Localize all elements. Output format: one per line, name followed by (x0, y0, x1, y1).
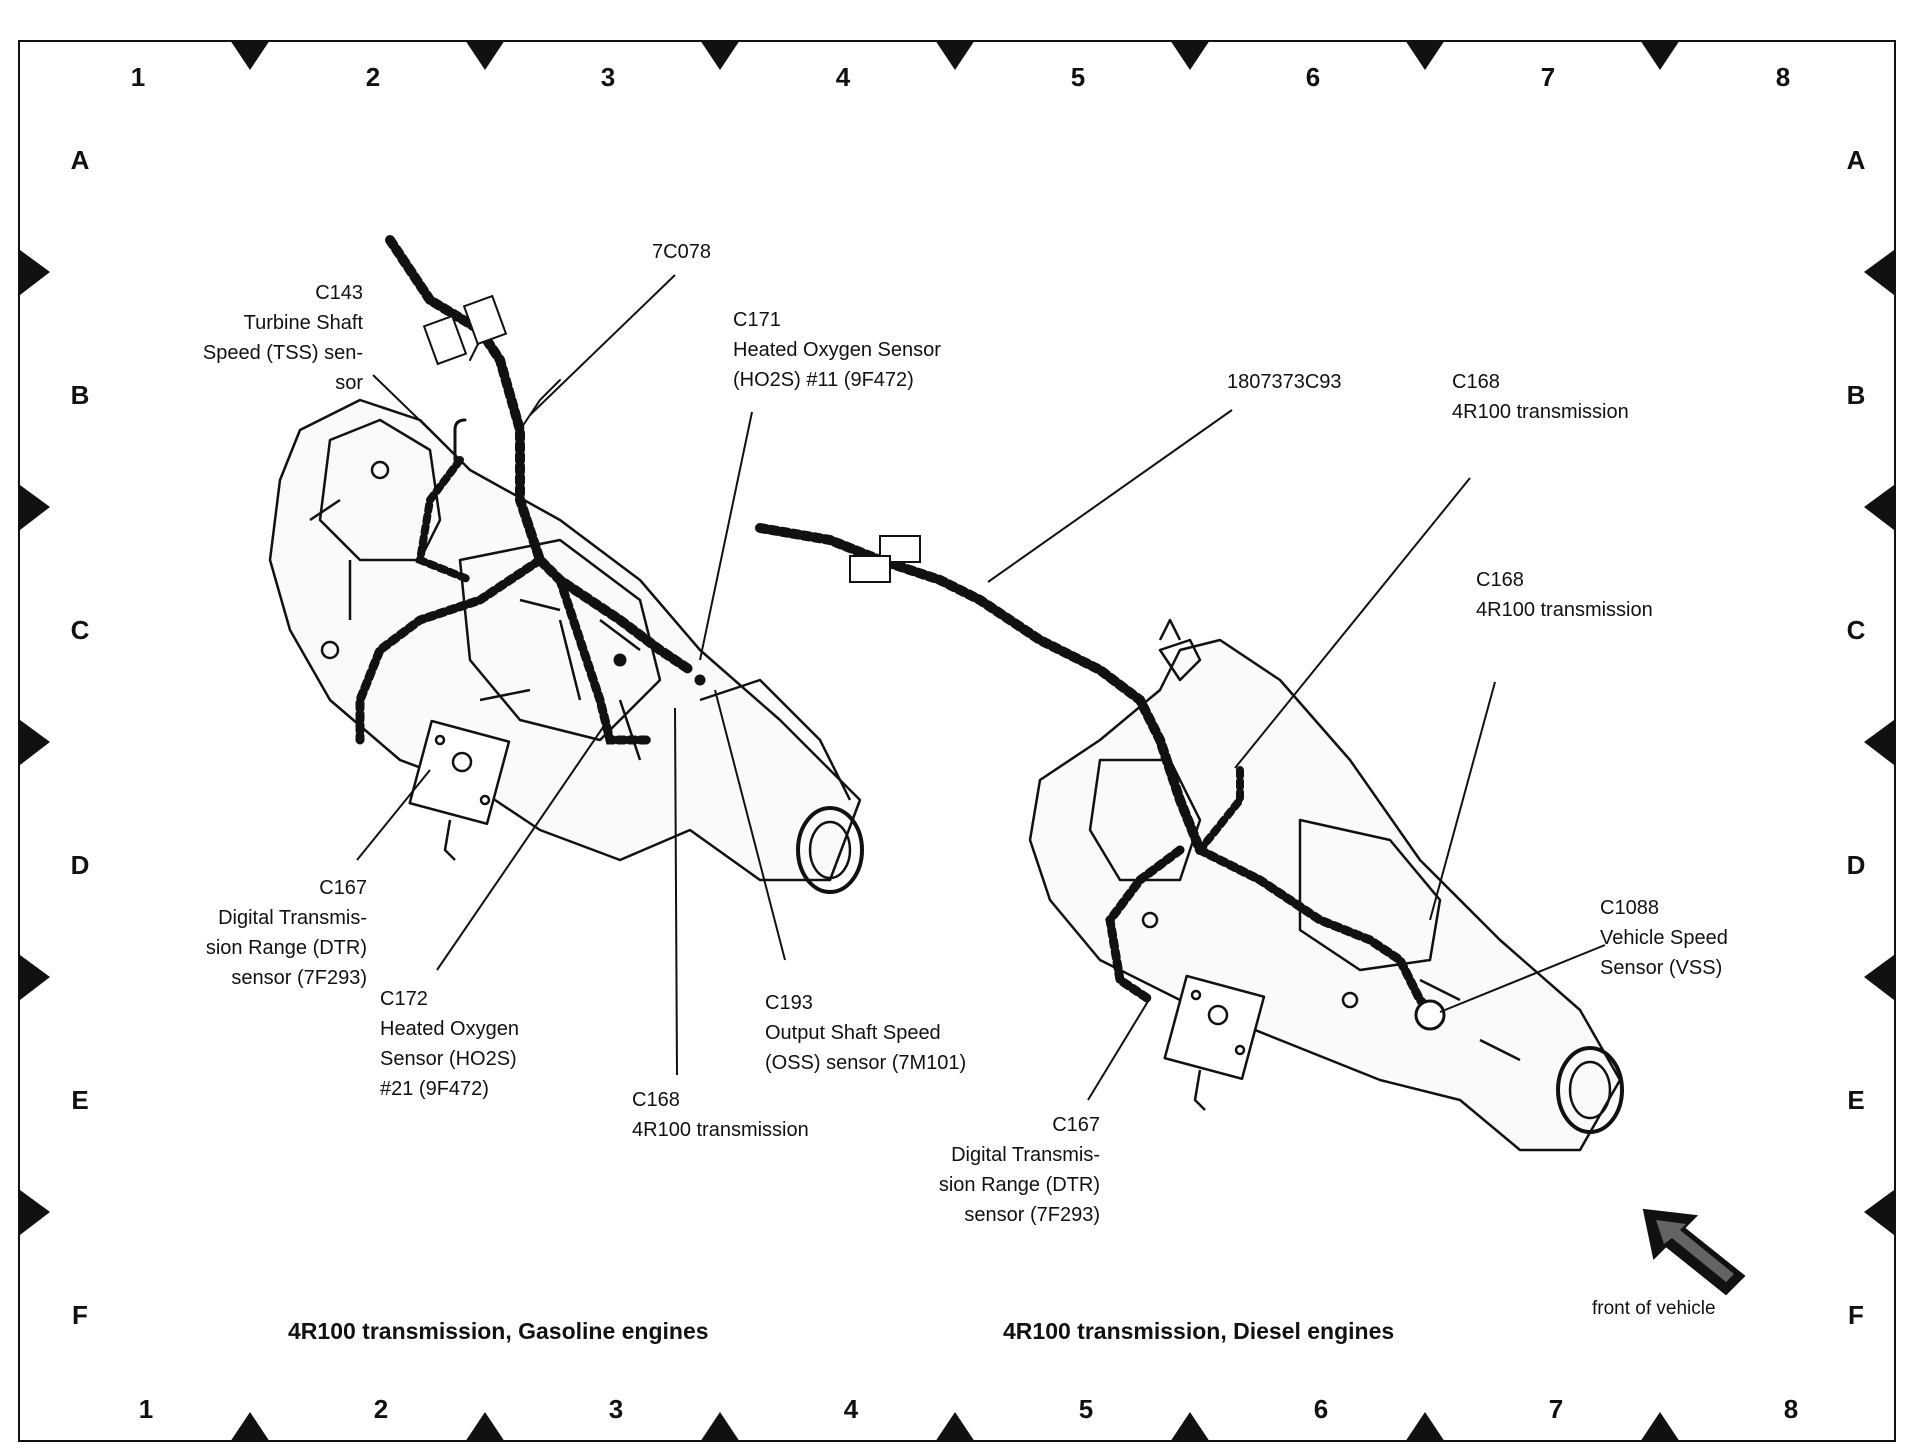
triangle-marker-icon (935, 40, 975, 70)
callout-c168-4r100-mid: C168 4R100 transmission (1476, 569, 1653, 621)
gasoline-wiring-harness (355, 235, 706, 745)
caption-diesel-engines: 4R100 transmission, Diesel engines (1003, 1318, 1395, 1344)
triangle-marker-icon (700, 40, 740, 70)
triangle-marker-icon (1170, 1412, 1210, 1442)
triangle-marker-icon (20, 250, 50, 295)
triangle-marker-icon (20, 720, 50, 765)
leader-lines (356, 274, 1606, 1101)
callout-c167-dtr-sensor-gas: C167 Digital Transmis- sion Range (DTR) … (205, 877, 367, 989)
callout-c172-ho2s-21: C172 Heated Oxygen Sensor (HO2S) #21 (9F… (380, 988, 519, 1100)
callout-7c078-harness: 7C078 (652, 241, 711, 263)
callout-c168-4r100-top: C168 4R100 transmission (1452, 371, 1629, 423)
front-of-vehicle-arrow-icon (1642, 1208, 1746, 1296)
caption-gasoline-engines: 4R100 transmission, Gasoline engines (288, 1318, 709, 1344)
grid-col-4-top: 4 (835, 62, 851, 92)
callout-1807373c93-harness: 1807373C93 (1227, 371, 1342, 393)
triangle-marker-icon (1170, 40, 1210, 70)
grid-row-F-right: F (1848, 1300, 1864, 1330)
triangle-marker-icon (20, 485, 50, 530)
triangle-marker-icon (230, 1412, 270, 1442)
callout-c168-4r100-gas: C168 4R100 transmission (632, 1089, 809, 1141)
triangle-marker-icon (700, 1412, 740, 1442)
grid-row-E-left: E (71, 1085, 89, 1115)
triangle-marker-icon (1405, 1412, 1445, 1442)
callout-c1088-vss: C1088 Vehicle Speed Sensor (VSS) (1600, 897, 1728, 979)
grid-row-D-right: D (1846, 850, 1866, 880)
callout-c167-dtr-sensor-diesel: C167 Digital Transmis- sion Range (DTR) … (938, 1114, 1100, 1226)
grid-col-5-top: 5 (1070, 62, 1086, 92)
grid-row-C-right: C (1846, 615, 1866, 645)
triangle-marker-icon (465, 1412, 505, 1442)
triangle-marker-icon (1405, 40, 1445, 70)
grid-col-5-bottom: 5 (1078, 1394, 1094, 1424)
grid-col-3-top: 3 (600, 62, 616, 92)
triangle-marker-icon (1864, 720, 1894, 765)
triangle-marker-icon (1640, 40, 1680, 70)
triangle-marker-icon (20, 955, 50, 1000)
grid-col-1-top: 1 (130, 62, 146, 92)
grid-col-8-bottom: 8 (1783, 1394, 1799, 1424)
triangle-marker-icon (465, 40, 505, 70)
gasoline-transmission-drawing (268, 398, 864, 894)
grid-col-4-bottom: 4 (843, 1394, 859, 1424)
grid-col-7-bottom: 7 (1548, 1394, 1564, 1424)
grid-col-1-bottom: 1 (138, 1394, 154, 1424)
triangle-marker-icon (1864, 250, 1894, 295)
grid-col-8-top: 8 (1775, 62, 1791, 92)
grid-row-D-left: D (70, 850, 90, 880)
triangle-marker-icon (230, 40, 270, 70)
diesel-transmission-drawing (1028, 618, 1624, 1152)
grid-row-B-right: B (1846, 380, 1866, 410)
triangle-marker-icon (1640, 1412, 1680, 1442)
grid-col-2-top: 2 (365, 62, 381, 92)
edge-markers (20, 40, 1894, 1442)
grid-row-B-left: B (70, 380, 90, 410)
grid-col-6-top: 6 (1305, 62, 1321, 92)
triangle-marker-icon (935, 1412, 975, 1442)
grid-row-F-left: F (72, 1300, 88, 1330)
diesel-wiring-harness (755, 523, 1446, 1031)
triangle-marker-icon (20, 1190, 50, 1235)
grid-row-A-right: A (1846, 145, 1866, 175)
grid-col-2-bottom: 2 (373, 1394, 389, 1424)
callout-c171-ho2s-11: C171 Heated Oxygen Sensor (HO2S) #11 (9F… (733, 309, 941, 391)
grid-row-A-left: A (70, 145, 90, 175)
callout-c143-tss-sensor: C143 Turbine Shaft Speed (TSS) sen- sor (202, 282, 363, 394)
grid-row-C-left: C (70, 615, 90, 645)
triangle-marker-icon (1864, 485, 1894, 530)
grid-col-7-top: 7 (1540, 62, 1556, 92)
grid-row-E-right: E (1847, 1085, 1865, 1115)
triangle-marker-icon (1864, 955, 1894, 1000)
grid-col-3-bottom: 3 (608, 1394, 624, 1424)
front-of-vehicle-label: front of vehicle (1592, 1298, 1716, 1319)
grid-col-6-bottom: 6 (1313, 1394, 1329, 1424)
callout-c193-oss-sensor: C193 Output Shaft Speed (OSS) sensor (7M… (765, 992, 967, 1074)
triangle-marker-icon (1864, 1190, 1894, 1235)
